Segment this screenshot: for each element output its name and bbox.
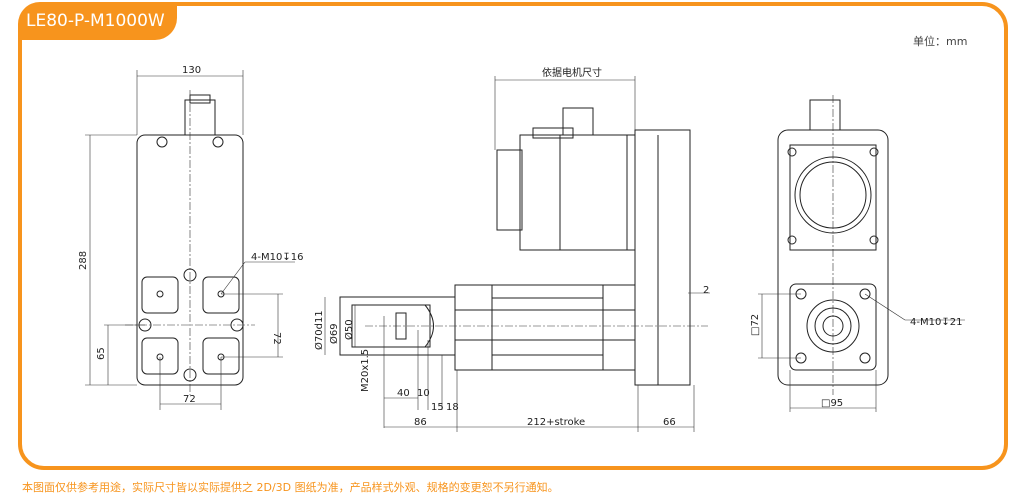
- dim-square-95: □95: [821, 398, 843, 409]
- dim-square-72: □72: [750, 314, 761, 336]
- dim-65: 65: [96, 347, 107, 360]
- dim-height-288: 288: [78, 251, 89, 270]
- dim-66: 66: [663, 417, 676, 428]
- holes-label-end: 4-M10↧21: [910, 317, 962, 328]
- end-view: [758, 95, 965, 412]
- dim-thread: M20x1.5: [360, 349, 371, 392]
- drawing-frame: [18, 2, 1008, 470]
- side-view: [324, 76, 710, 432]
- holes-label-front: 4-M10↧16: [251, 252, 303, 263]
- front-view: [85, 70, 295, 410]
- dim-2: 2: [703, 285, 709, 296]
- dim-86: 86: [414, 417, 427, 428]
- unit-label: 单位：mm: [913, 35, 968, 48]
- dim-72-horizontal: 72: [183, 394, 196, 405]
- dim-d69: Ø69: [328, 323, 340, 344]
- dim-stroke: 212+stroke: [527, 417, 585, 428]
- dim-10: 10: [417, 388, 430, 399]
- model-title: LE80-P-M1000W: [18, 2, 177, 40]
- dim-15: 15: [431, 402, 444, 413]
- dim-width-130: 130: [182, 65, 201, 76]
- dim-72-vertical: 72: [271, 332, 282, 345]
- disclaimer-note: 本图面仅供参考用途，实际尺寸皆以实际提供之 2D/3D 图纸为准，产品样式外观、…: [22, 481, 559, 494]
- dim-18: 18: [446, 402, 459, 413]
- dim-40: 40: [397, 388, 410, 399]
- motor-size-note: 依据电机尺寸: [542, 66, 602, 79]
- dim-d70: Ø70d11: [313, 310, 325, 350]
- dim-d50: Ø50: [343, 319, 355, 340]
